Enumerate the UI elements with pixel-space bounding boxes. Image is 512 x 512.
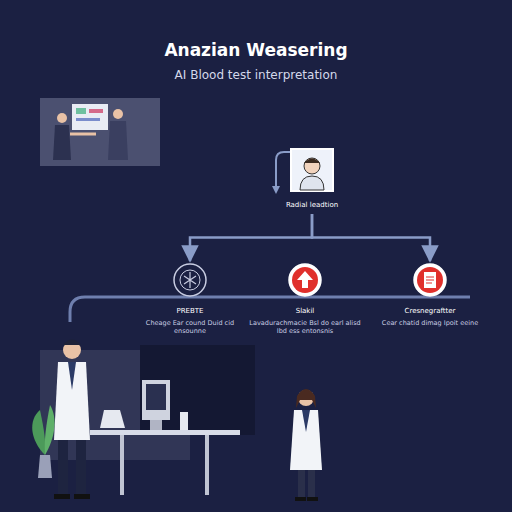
subtitle: AI Blood test interpretation <box>0 68 512 82</box>
step-node: CresnegraftterCear chatid dimag Ipoit ee… <box>376 262 484 329</box>
node-icon <box>172 262 208 298</box>
document <box>424 272 436 288</box>
step-node: PREBTE Cheage Ear cound Duid cid ensounne <box>134 262 246 337</box>
doctor-figure <box>290 389 322 501</box>
shoulders <box>300 176 324 190</box>
hair <box>304 159 320 164</box>
node-icon <box>412 262 448 298</box>
icon-box: Radial leadtion <box>270 148 354 213</box>
step-node: SlakilLavadurachmacie Bsl do earl alisd … <box>246 262 364 337</box>
node-heading: PREBTE <box>173 307 206 315</box>
icon-frame <box>291 149 333 191</box>
connector <box>190 214 312 261</box>
connector <box>312 214 430 261</box>
node-body: Cear chatid dimag Ipoit eeine <box>376 319 484 327</box>
up-arrow <box>297 271 313 288</box>
flow-line <box>70 297 470 322</box>
loop-arrow <box>276 152 292 190</box>
desk-scene <box>32 340 255 500</box>
arrow-head <box>272 186 280 194</box>
icon-fill <box>292 267 318 293</box>
emblem-ring <box>180 270 200 290</box>
node-body: Lavadurachmacie Bsl do earl alisd Ibd es… <box>246 319 364 335</box>
icon-circle <box>289 264 321 296</box>
icon-fill <box>417 267 443 293</box>
node-heading: Cresnegraftter <box>402 307 459 315</box>
icon-circle <box>174 264 206 296</box>
node-icon <box>290 148 334 192</box>
title: Anazian Weasering <box>0 40 512 60</box>
node-heading: Slakil <box>293 307 318 315</box>
node-heading: Radial leadtion <box>283 201 341 209</box>
meeting-scene <box>40 98 160 166</box>
icon-circle <box>414 264 446 296</box>
node-body: Cheage Ear cound Duid cid ensounne <box>134 319 246 335</box>
node-icon <box>287 262 323 298</box>
emblem-mark <box>184 272 196 288</box>
face <box>304 158 320 174</box>
doc-lines <box>426 277 434 283</box>
